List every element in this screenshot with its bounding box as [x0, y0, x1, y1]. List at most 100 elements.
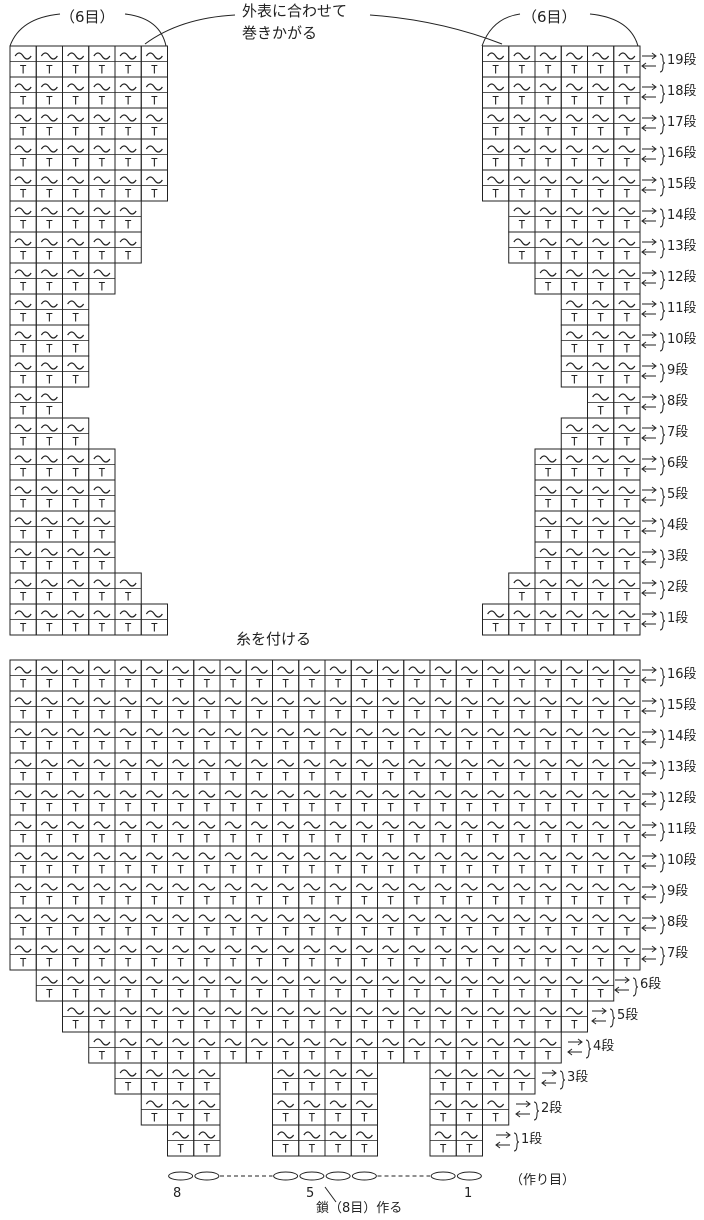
- stitch-cell: [62, 752, 90, 785]
- stitch-cell: [429, 938, 457, 971]
- stitch-cell: [560, 138, 588, 171]
- stitch-cell: [9, 200, 37, 233]
- left-stitch-count: （6目）: [60, 8, 115, 26]
- stitch-cell: [482, 876, 510, 909]
- stitch-cell: [35, 752, 63, 785]
- stitch-cell: [403, 907, 431, 940]
- stitch-cell: [35, 107, 63, 140]
- stitch-cell: [455, 845, 483, 878]
- stitch-cell: [9, 293, 37, 326]
- stitch-cell: [534, 752, 562, 785]
- upper-row-label: 19段: [667, 53, 697, 68]
- stitch-cell: [613, 603, 641, 636]
- stitch-cell: [377, 969, 405, 1002]
- stitch-cell: [613, 907, 641, 940]
- stitch-cell: [508, 814, 536, 847]
- stitch-cell: [429, 659, 457, 692]
- stitch-cell: [88, 659, 116, 692]
- stitch-cell: [560, 783, 588, 816]
- upper-row-label: 6段: [667, 456, 689, 471]
- row-arrow-icon: [641, 83, 666, 104]
- upper-row-label: 8段: [667, 394, 689, 409]
- stitch-cell: [534, 876, 562, 909]
- stitch-cell: [167, 1093, 195, 1126]
- stitch-cell: [9, 448, 37, 481]
- stitch-cell: [114, 876, 142, 909]
- stitch-cell: [167, 1000, 195, 1033]
- lower-row-label: 5段: [617, 1008, 639, 1023]
- stitch-cell: [62, 76, 90, 109]
- stitch-cell: [140, 1000, 168, 1033]
- stitch-cell: [140, 1031, 168, 1064]
- stitch-cell: [88, 541, 116, 574]
- stitch-cell: [140, 814, 168, 847]
- stitch-cell: [9, 262, 37, 295]
- stitch-cell: [482, 938, 510, 971]
- stitch-cell: [88, 169, 116, 202]
- stitch-cell: [587, 479, 615, 512]
- stitch-cell: [88, 510, 116, 543]
- stitch-cell: [560, 479, 588, 512]
- stitch-cell: [534, 262, 562, 295]
- stitch-cell: [613, 572, 641, 605]
- stitch-cell: [508, 690, 536, 723]
- stitch-cell: [62, 293, 90, 326]
- stitch-cell: [167, 938, 195, 971]
- row-arrow-icon: [641, 300, 666, 321]
- right-stitch-count: （6目）: [522, 8, 577, 26]
- stitch-cell: [88, 938, 116, 971]
- stitch-cell: [482, 138, 510, 171]
- stitch-cell: [167, 752, 195, 785]
- stitch-cell: [272, 938, 300, 971]
- lower-row-label: 6段: [640, 977, 662, 992]
- stitch-cell: [35, 138, 63, 171]
- stitch-cell: [587, 907, 615, 940]
- stitch-cell: [587, 783, 615, 816]
- stitch-cell: [114, 938, 142, 971]
- row-arrow-icon: [641, 610, 666, 631]
- stitch-cell: [613, 659, 641, 692]
- row-arrow-icon: [641, 821, 666, 842]
- stitch-cell: [193, 783, 221, 816]
- stitch-cell: [482, 783, 510, 816]
- stitch-cell: [62, 417, 90, 450]
- stitch-cell: [403, 876, 431, 909]
- row-arrow-icon: [641, 728, 666, 749]
- stitch-cell: [587, 138, 615, 171]
- stitch-cell: [62, 231, 90, 264]
- stitch-cell: [219, 845, 247, 878]
- stitch-cell: [114, 1031, 142, 1064]
- stitch-cell: [482, 45, 510, 78]
- upper-row-label: 17段: [667, 115, 697, 130]
- stitch-cell: [35, 417, 63, 450]
- stitch-cell: [193, 752, 221, 785]
- stitch-cell: [350, 752, 378, 785]
- row-arrow-icon: [641, 759, 666, 780]
- stitch-cell: [245, 814, 273, 847]
- stitch-cell: [534, 603, 562, 636]
- stitch-cell: [350, 1093, 378, 1126]
- stitch-cell: [140, 138, 168, 171]
- stitch-cell: [88, 262, 116, 295]
- stitch-cell: [377, 783, 405, 816]
- row-arrow-icon: [641, 945, 666, 966]
- stitch-cell: [613, 876, 641, 909]
- stitch-cell: [88, 448, 116, 481]
- lower-row-label: 13段: [667, 760, 697, 775]
- stitch-cell: [587, 231, 615, 264]
- stitch-cell: [560, 876, 588, 909]
- lower-row-label: 12段: [667, 791, 697, 806]
- stitch-cell: [245, 969, 273, 1002]
- stitch-cell: [613, 783, 641, 816]
- stitch-cell: [350, 938, 378, 971]
- stitch-cell: [403, 783, 431, 816]
- stitch-cell: [219, 659, 247, 692]
- stitch-cell: [62, 200, 90, 233]
- stitch-cell: [350, 1062, 378, 1095]
- note-leader-left: [144, 14, 236, 45]
- stitch-cell: [482, 752, 510, 785]
- row-arrow-icon: [641, 852, 666, 873]
- stitch-cell: [298, 721, 326, 754]
- stitch-cell: [62, 783, 90, 816]
- stitch-cell: [403, 814, 431, 847]
